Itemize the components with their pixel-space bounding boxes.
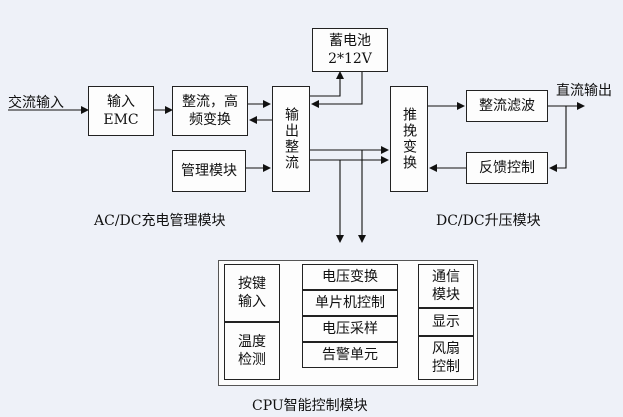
- output-rectifier-label: 输出整流: [283, 107, 299, 171]
- battery-line-1: 蓄电池: [329, 33, 371, 49]
- management-block: 管理模块: [172, 150, 246, 192]
- cpu-fan-control-line-2: 控制: [432, 359, 460, 375]
- cpu-key-input-line-2: 输入: [238, 294, 266, 310]
- rect-filter-block: 整流滤波: [466, 90, 548, 122]
- cpu-voltage-convert: 电压变换: [302, 264, 398, 290]
- cpu-key-input: 按键 输入: [224, 264, 280, 322]
- cpu-comm-module: 通信 模块: [418, 264, 474, 308]
- cpu-display: 显示: [418, 308, 474, 336]
- cpu-voltage-sample-label: 电压采样: [322, 321, 378, 337]
- cpu-fan-control-line-1: 风扇: [432, 341, 460, 357]
- cpu-alarm-unit: 告警单元: [302, 342, 398, 368]
- rectifier-hf-line-1: 整流，高: [182, 94, 238, 110]
- emc-line-2: EMC: [103, 112, 139, 128]
- cpu-alarm-unit-label: 告警单元: [322, 347, 378, 363]
- management-label: 管理模块: [181, 163, 237, 179]
- dc-output-label: 直流输出: [556, 83, 612, 99]
- cpu-module-label: CPU智能控制模块: [252, 398, 368, 414]
- cpu-key-input-line-1: 按键: [238, 276, 266, 292]
- battery-line-2: 2*12V: [328, 51, 372, 67]
- push-pull-label: 推挽变换: [401, 107, 417, 171]
- cpu-temp-detect-line-1: 温度: [238, 334, 266, 350]
- dc-dc-module-label: DC/DC升压模块: [436, 213, 541, 229]
- wire-output-to-feedback: [549, 106, 567, 172]
- cpu-mcu-control-label: 单片机控制: [315, 295, 385, 311]
- output-rectifier-block: 输出整流: [272, 86, 310, 192]
- cpu-comm-module-line-2: 模块: [432, 287, 460, 303]
- cpu-comm-module-line-1: 通信: [432, 269, 460, 285]
- rectifier-hf-block: 整流，高 频变换: [172, 86, 248, 136]
- push-pull-block: 推挽变换: [390, 86, 428, 192]
- cpu-mcu-control: 单片机控制: [302, 290, 398, 316]
- feedback-block: 反馈控制: [466, 152, 548, 184]
- rect-filter-label: 整流滤波: [479, 98, 535, 114]
- cpu-voltage-sample: 电压采样: [302, 316, 398, 342]
- emc-line-1: 输入: [107, 94, 135, 110]
- cpu-fan-control: 风扇 控制: [418, 336, 474, 380]
- wire-out-to-battery: [310, 71, 344, 97]
- cpu-display-label: 显示: [432, 314, 460, 330]
- ac-dc-module-label: AC/DC充电管理模块: [94, 213, 226, 229]
- battery-block: 蓄电池 2*12V: [312, 28, 388, 72]
- cpu-temp-detect-line-2: 检测: [238, 352, 266, 368]
- cpu-voltage-convert-label: 电压变换: [322, 269, 378, 285]
- cpu-temp-detect: 温度 检测: [224, 322, 280, 380]
- emc-block: 输入 EMC: [88, 86, 154, 136]
- rectifier-hf-line-2: 频变换: [189, 112, 231, 128]
- feedback-label: 反馈控制: [479, 160, 535, 176]
- wire-battery-to-out: [311, 72, 363, 108]
- ac-input-label: 交流输入: [8, 95, 64, 111]
